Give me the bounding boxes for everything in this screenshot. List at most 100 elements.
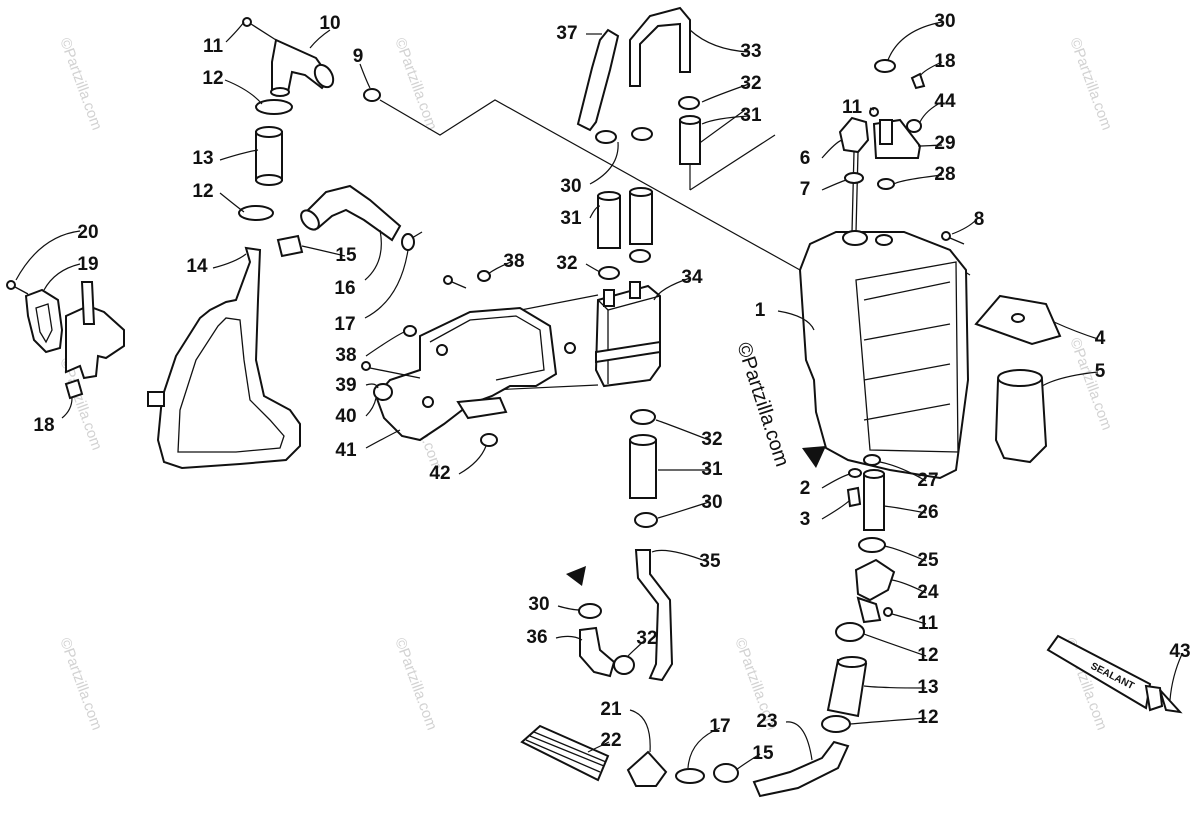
- callout-38b: 38: [335, 345, 356, 366]
- part-18-clip-b: [910, 72, 926, 90]
- callout-15b: 15: [752, 743, 774, 764]
- part-5-filter-sleeve: [994, 369, 1048, 464]
- part-15-hose-clip-a: [276, 234, 304, 258]
- callout-40: 40: [335, 406, 356, 427]
- part-30-clamp-d: [874, 59, 896, 73]
- part-32-ring-a: [678, 96, 700, 110]
- part-44-plug: [906, 119, 922, 133]
- part-12-clamp-a: [255, 99, 293, 115]
- callout-4: 4: [1095, 328, 1106, 349]
- part-13-coupler-a: [255, 126, 283, 186]
- callout-32a: 32: [740, 73, 761, 94]
- callout-9: 9: [353, 46, 364, 67]
- watermark-6: ©Partzilla.com: [1066, 336, 1115, 433]
- part-bracket-with-valve: [65, 281, 125, 380]
- part-21-boot: [626, 750, 668, 787]
- part-15-ring: [713, 763, 739, 783]
- part-22-flex-hose: [520, 724, 610, 782]
- callout-36: 36: [526, 627, 547, 648]
- callout-18b: 18: [934, 51, 955, 72]
- part-11-screw: [242, 17, 277, 41]
- callout-10: 10: [319, 13, 340, 34]
- part-43-sealant-tube: SEALANT: [1046, 634, 1183, 714]
- part-18-clip-a: [64, 378, 84, 400]
- part-10-elbow-fitting: [270, 38, 335, 97]
- callout-18a: 18: [33, 415, 54, 436]
- callout-24: 24: [917, 582, 939, 603]
- watermark-1: ©Partzilla.com: [56, 36, 105, 133]
- part-31-hoses-b: [597, 187, 653, 249]
- watermark-7: ©Partzilla.com: [56, 636, 105, 733]
- callout-42: 42: [429, 463, 450, 484]
- part-1-oil-tank: [798, 230, 970, 480]
- callout-43: 43: [1169, 641, 1190, 662]
- part-35-hose: [634, 549, 674, 682]
- callout-11c: 11: [918, 613, 939, 634]
- part-11-screw-c: [883, 607, 893, 617]
- part-30-clamp-b: [634, 512, 658, 528]
- callout-11a: 11: [203, 36, 224, 57]
- part-16-hose-elbow: [300, 184, 402, 242]
- callout-11b: 11: [842, 97, 863, 118]
- part-28-o-ring: [877, 178, 895, 190]
- part-24-outlet-flange: [854, 558, 896, 624]
- watermark-2: ©Partzilla.com: [391, 36, 440, 133]
- callout-19: 19: [77, 254, 98, 275]
- callout-32b: 32: [556, 253, 577, 274]
- callout-20: 20: [77, 222, 98, 243]
- callout-7: 7: [800, 179, 811, 200]
- part-32-ring-c: [630, 409, 656, 425]
- callout-34: 34: [681, 267, 703, 288]
- callout-26: 26: [917, 502, 938, 523]
- part-29-filler-neck: [872, 118, 922, 159]
- callout-29: 29: [934, 133, 955, 154]
- part-31-hose-a: [679, 115, 701, 165]
- part-9-o-ring: [363, 88, 381, 102]
- part-30-clamps-a: [595, 127, 653, 144]
- callout-35: 35: [699, 551, 721, 572]
- callout-44: 44: [934, 91, 956, 112]
- callout-12b: 12: [192, 181, 213, 202]
- part-17-clamp-a: [401, 231, 423, 251]
- callout-12a: 12: [202, 68, 223, 89]
- part-12-clamp-d: [821, 715, 851, 733]
- part-34-canister: [594, 281, 661, 388]
- part-30-clamp-c: [578, 603, 602, 619]
- part-26-screen: [863, 469, 885, 531]
- watermark-8: ©Partzilla.com: [391, 636, 440, 733]
- direction-arrow-a: [566, 566, 586, 586]
- part-33-u-hose: [629, 6, 691, 87]
- callout-41: 41: [335, 440, 357, 461]
- part-38-grommet-b: [403, 325, 417, 337]
- part-screw-top-left: [443, 275, 467, 289]
- callout-23: 23: [756, 711, 777, 732]
- callout-1: 1: [755, 300, 766, 321]
- part-19-grommet: [24, 288, 64, 354]
- callout-13b: 13: [917, 677, 938, 698]
- callout-14: 14: [186, 256, 208, 277]
- callout-28: 28: [934, 164, 955, 185]
- part-11-screw-b: [869, 107, 879, 117]
- callout-32c: 32: [701, 429, 722, 450]
- callout-22: 22: [600, 730, 621, 751]
- callout-12d: 12: [917, 707, 938, 728]
- callout-27: 27: [917, 470, 938, 491]
- part-20-screw: [6, 280, 29, 295]
- callout-25: 25: [917, 550, 939, 571]
- callout-13a: 13: [192, 148, 213, 169]
- part-39-screw: [361, 361, 421, 379]
- callout-3: 3: [800, 509, 811, 530]
- part-36-elbow: [579, 626, 616, 678]
- callout-6: 6: [800, 148, 811, 169]
- callout-5: 5: [1095, 361, 1106, 382]
- callout-12c: 12: [917, 645, 938, 666]
- callout-33: 33: [740, 41, 761, 62]
- callout-30d: 30: [934, 11, 955, 32]
- part-38-grommet-a: [477, 270, 491, 282]
- callout-31a: 31: [740, 105, 762, 126]
- part-37-vent-hose: [576, 28, 620, 132]
- callout-38a: 38: [503, 251, 524, 272]
- watermark-3: ©Partzilla.com: [1066, 36, 1115, 133]
- part-14-bent-hose: [147, 246, 301, 470]
